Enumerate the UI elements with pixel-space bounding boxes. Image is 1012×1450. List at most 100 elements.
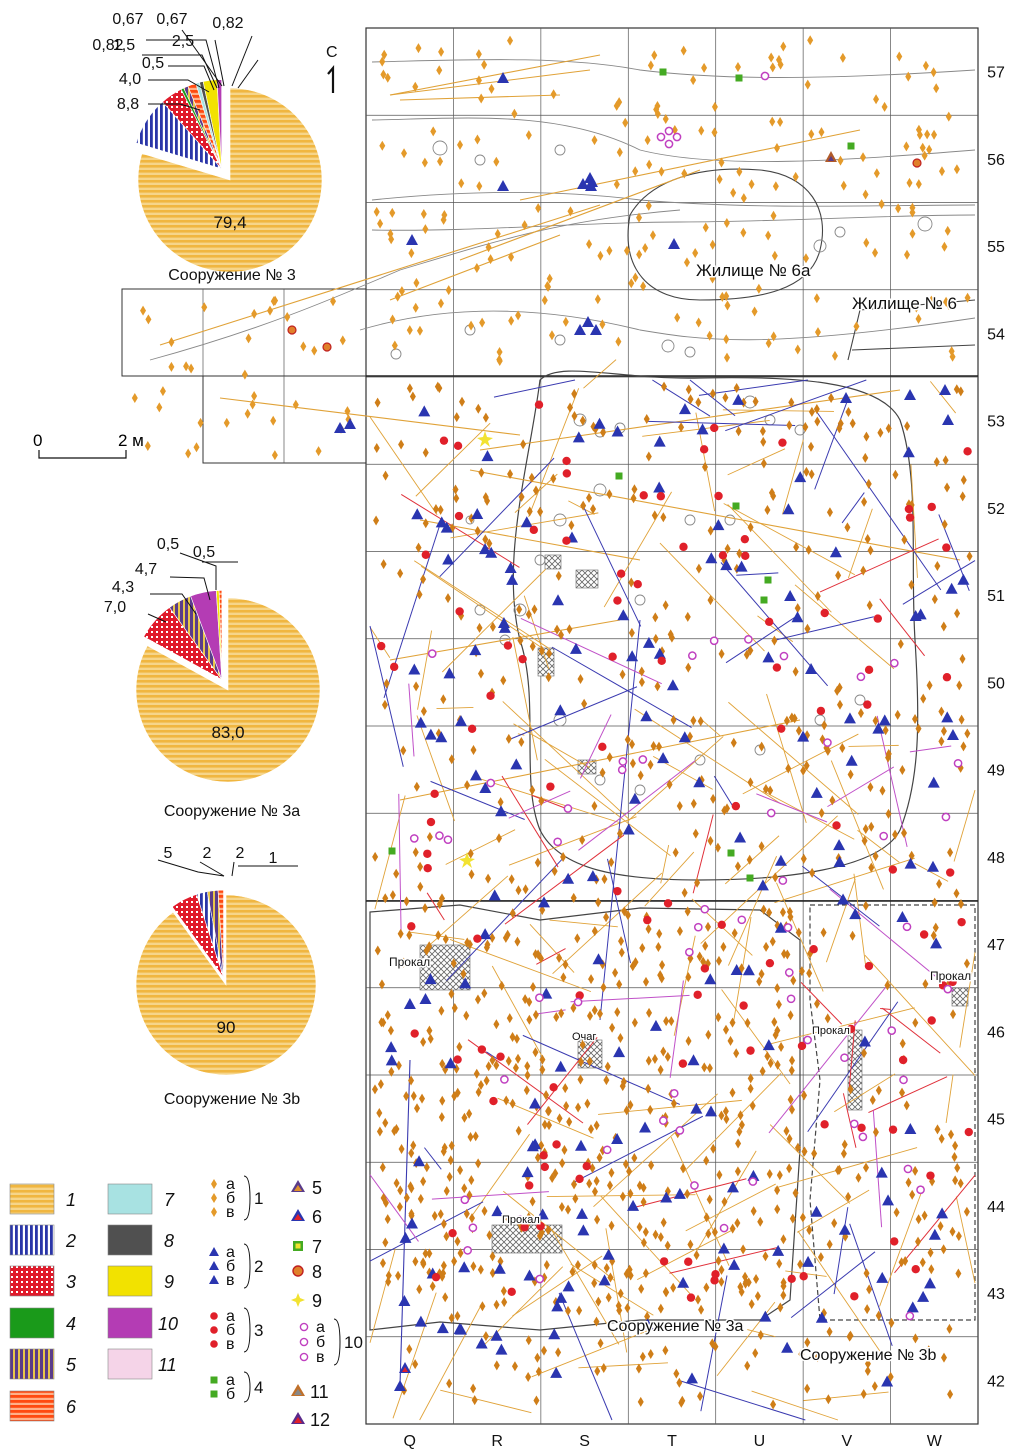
tool-find xyxy=(551,1300,564,1312)
flint-find xyxy=(881,101,888,112)
red-find xyxy=(439,436,449,445)
legend-sub-label: б xyxy=(226,1190,235,1207)
flint-find xyxy=(475,1158,482,1169)
flint-find xyxy=(468,1175,475,1186)
flint-find xyxy=(903,249,910,260)
flint-find xyxy=(734,61,741,72)
flint-find xyxy=(718,1264,725,1275)
tool-find xyxy=(902,446,915,458)
flint-find xyxy=(631,484,638,495)
flint-find xyxy=(705,1228,712,1239)
flint-find xyxy=(408,1183,415,1194)
red-find xyxy=(582,1161,591,1171)
ring-find xyxy=(737,915,747,925)
flint-find xyxy=(579,1039,586,1050)
pie-slice-label: 4,3 xyxy=(112,579,134,596)
flint-find xyxy=(767,1058,774,1069)
flint-find xyxy=(905,71,912,82)
flint-find xyxy=(493,1299,500,1310)
flint-find xyxy=(563,1100,570,1111)
flint-find xyxy=(877,427,884,438)
flint-find xyxy=(884,980,891,991)
tool-find xyxy=(660,1191,673,1203)
red-find xyxy=(957,917,966,927)
flint-find xyxy=(680,1163,687,1174)
ring-find xyxy=(535,993,544,1003)
flint-find xyxy=(729,1017,736,1028)
tool-find xyxy=(678,731,691,743)
flint-find xyxy=(468,320,475,331)
flint-find xyxy=(864,1366,871,1377)
flint-find xyxy=(645,451,652,462)
flint-find xyxy=(603,912,610,923)
flint-find xyxy=(721,805,728,816)
flint-find xyxy=(705,1029,712,1040)
flint-find xyxy=(924,129,931,140)
flint-find xyxy=(624,734,631,745)
flint-find xyxy=(447,1155,454,1166)
flint-find xyxy=(909,207,916,218)
pie-slice-label: 0,67 xyxy=(156,11,187,28)
flint-find xyxy=(853,321,860,332)
tool-find xyxy=(882,1194,895,1206)
flint-find xyxy=(500,1286,507,1297)
flint-find xyxy=(618,947,625,958)
flint-find xyxy=(938,166,945,177)
flint-find xyxy=(678,422,685,433)
tool-find xyxy=(582,316,594,327)
ring-find xyxy=(879,831,889,841)
flint-find xyxy=(373,443,380,454)
flint-find xyxy=(753,1274,760,1285)
flint-find xyxy=(783,1126,790,1137)
flint-find xyxy=(503,1095,510,1106)
flint-find xyxy=(687,394,694,405)
flint-find xyxy=(734,861,741,872)
flint-find xyxy=(860,152,867,163)
tool-find xyxy=(510,758,523,770)
flint-find xyxy=(878,199,885,210)
flint-find xyxy=(439,1095,446,1106)
flint-find xyxy=(648,1160,655,1171)
tool-find xyxy=(720,559,733,571)
label-prokal: Прокал xyxy=(930,969,971,983)
flint-find xyxy=(545,1106,552,1117)
tool-find xyxy=(435,516,448,528)
flint-find xyxy=(757,1216,764,1227)
ring-find xyxy=(500,1075,509,1084)
red-find xyxy=(777,724,786,733)
flint-find xyxy=(795,725,802,736)
flint-find xyxy=(628,577,635,588)
flint-find xyxy=(716,174,723,185)
flint-find xyxy=(501,1297,508,1308)
flint-find xyxy=(723,334,730,345)
flint-find xyxy=(925,1345,932,1356)
flint-find xyxy=(566,1116,573,1127)
scale-end: 2 м xyxy=(118,431,144,450)
flint-find xyxy=(954,1162,961,1173)
flint-find xyxy=(933,83,940,94)
flint-find xyxy=(636,1222,643,1233)
flint-find xyxy=(779,907,786,918)
flint-find xyxy=(651,50,658,61)
flint-find xyxy=(284,311,291,322)
tool-find xyxy=(454,715,467,727)
flint-find xyxy=(553,1012,560,1023)
flint-find xyxy=(380,559,387,570)
red-find xyxy=(608,652,617,661)
flint-find xyxy=(837,155,844,166)
flint-find xyxy=(379,140,386,151)
flint-find xyxy=(512,1062,519,1073)
flint-find xyxy=(524,1070,531,1081)
pie-value-label: 79,4 xyxy=(213,213,246,232)
flint-find xyxy=(556,952,563,963)
flint-find xyxy=(475,1087,482,1098)
flint-find xyxy=(534,857,541,868)
row-label-42: 42 xyxy=(987,1373,1005,1390)
flint-find xyxy=(586,1056,593,1067)
tool-find xyxy=(774,921,787,933)
flint-find xyxy=(738,1286,745,1297)
flint-find xyxy=(588,1124,595,1135)
tool-find xyxy=(552,594,565,606)
tool-find xyxy=(575,1139,588,1151)
